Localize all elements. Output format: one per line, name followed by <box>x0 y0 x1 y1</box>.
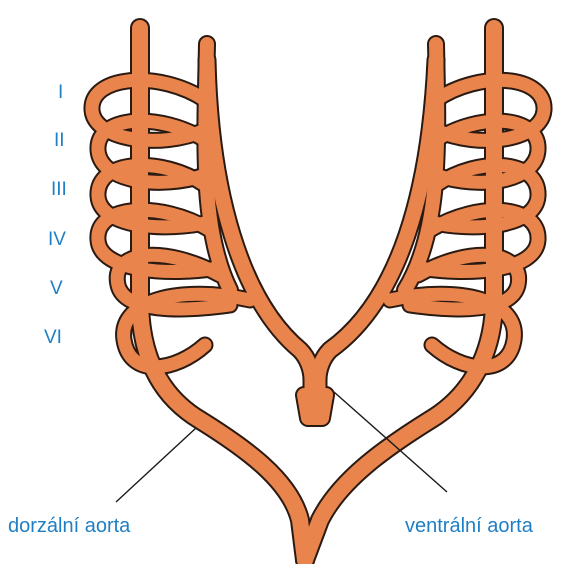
arch-label-3: III <box>51 180 67 200</box>
arch-label-6: VI <box>44 328 62 348</box>
arch-label-4: IV <box>48 230 66 250</box>
arch-label-2: II <box>54 131 65 151</box>
vessel-fill-layer <box>92 28 544 560</box>
arch-label-1: I <box>58 83 63 103</box>
arch-label-5: V <box>50 279 63 299</box>
ventral-aorta-left-outline <box>207 60 312 410</box>
ventral-aorta-label: ventrální aorta <box>405 515 533 537</box>
dorsal-aorta-label: dorzální aorta <box>8 515 130 537</box>
dorsal-aorta-leader <box>116 428 196 502</box>
